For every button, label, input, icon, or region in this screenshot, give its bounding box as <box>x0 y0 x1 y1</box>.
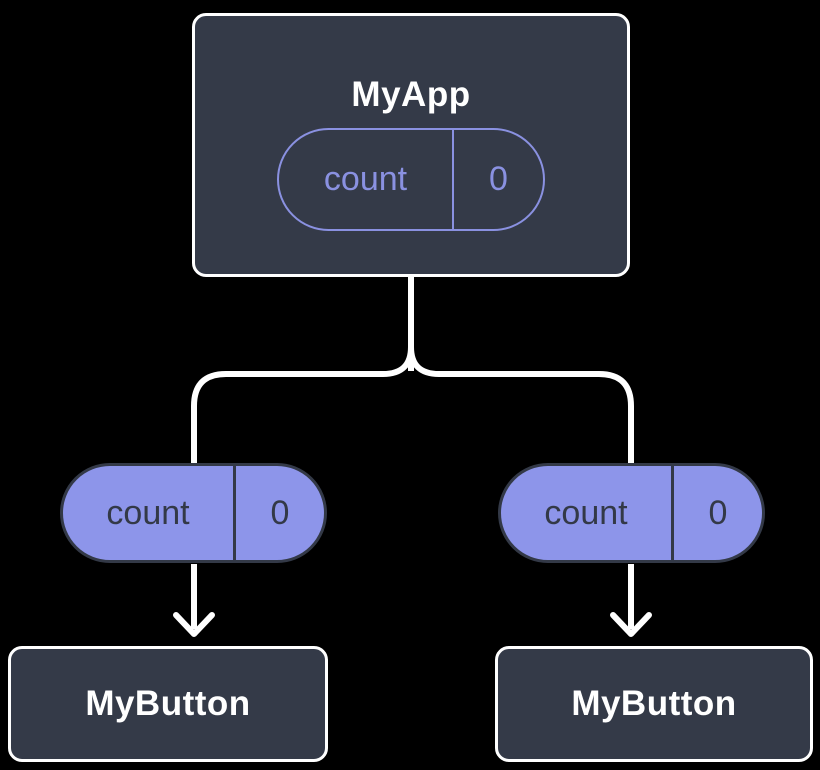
arrow-down-icon <box>610 564 652 637</box>
node-title: MyApp <box>351 75 471 114</box>
arrow-down-icon <box>173 564 215 637</box>
state-pill-value: 0 <box>452 130 543 229</box>
node-mybutton: MyButton <box>495 646 813 762</box>
prop-pill: count 0 <box>60 463 327 563</box>
state-pill-name: count <box>323 160 408 198</box>
state-pill: count 0 <box>277 128 545 231</box>
prop-pill-name: count <box>544 493 628 532</box>
prop-pill: count 0 <box>498 463 765 563</box>
branch-right-line <box>408 277 634 464</box>
node-mybutton: MyButton <box>8 646 328 762</box>
prop-pill-name: count <box>106 493 190 532</box>
prop-pill-value: 0 <box>233 466 324 560</box>
prop-pill-value: 0 <box>671 466 762 560</box>
branch-left-line <box>191 277 414 464</box>
node-title: MyButton <box>571 684 737 723</box>
node-title: MyButton <box>85 684 251 723</box>
node-myapp: MyApp <box>192 13 630 277</box>
